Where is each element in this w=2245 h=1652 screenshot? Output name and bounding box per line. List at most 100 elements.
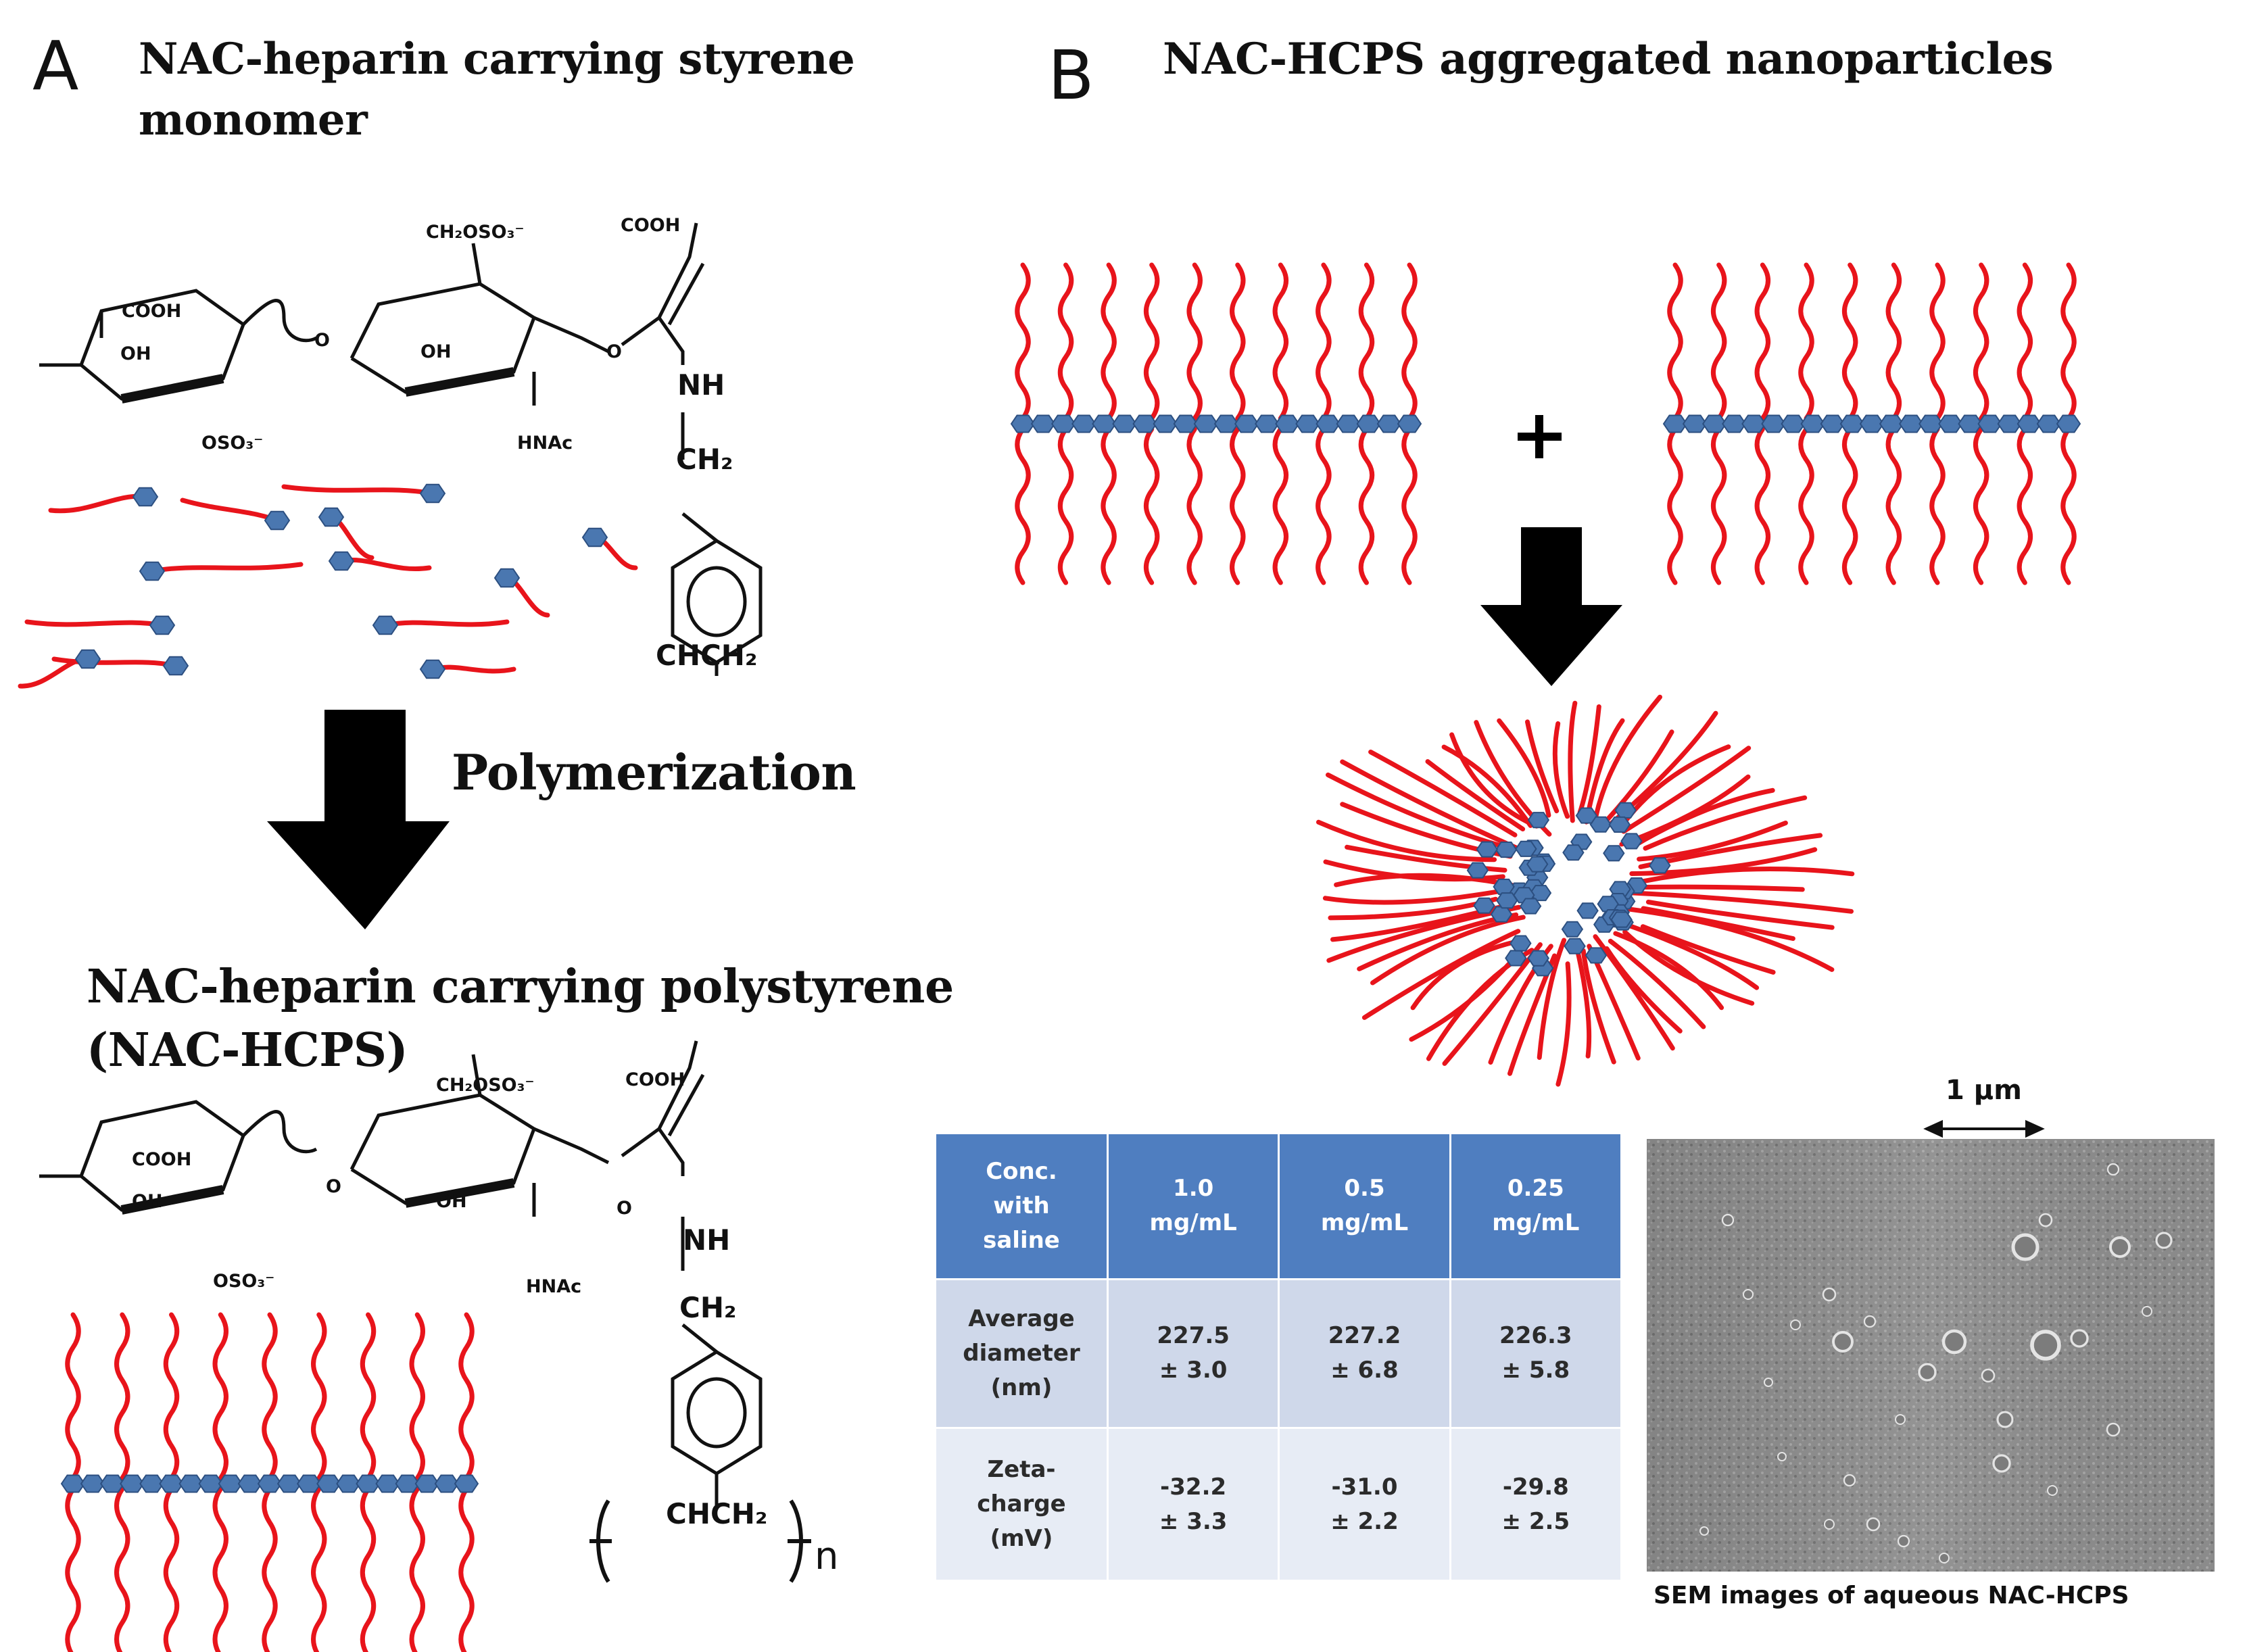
label-ch2: CH₂ (676, 443, 733, 476)
brush-chain (1272, 262, 1289, 421)
aggregate-chain (1593, 694, 1662, 819)
monomer-bead (1193, 414, 1219, 433)
monomer-bead (1701, 414, 1727, 433)
sem-particle (1897, 1534, 1910, 1548)
aggregate-chain (1345, 844, 1507, 873)
monomer-bead (264, 510, 291, 531)
monomer-bead (581, 527, 608, 548)
label-p-subscript-n: n (815, 1534, 839, 1578)
aggregate-chain (1584, 718, 1625, 825)
brush-chain (1885, 262, 1902, 421)
monomer-bead (1505, 950, 1527, 967)
product-title-line2: (NAC-HCPS) (87, 1023, 408, 1077)
monomer-bead (1576, 902, 1599, 919)
monomer-structure (39, 222, 763, 676)
brush-chain (1754, 262, 1771, 421)
free-monomer-chain (149, 562, 304, 574)
monomer-bead (372, 615, 399, 635)
monomer-bead (1493, 878, 1515, 895)
brush-chain (1885, 427, 1902, 585)
monomer-bead (237, 1474, 263, 1493)
free-monomer-chain (383, 619, 510, 628)
properties-table: Conc. with saline 1.0 mg/mL 0.5 mg/mL 0.… (934, 1132, 1622, 1582)
brush-chain (1401, 427, 1418, 585)
sem-particle (1895, 1414, 1906, 1425)
monomer-bead (1918, 414, 1944, 433)
sem-particle (2155, 1232, 2173, 1249)
sem-caption: SEM images of aqueous NAC-HCPS (1653, 1582, 2129, 1609)
panel-a-title-line2: monomer (139, 95, 368, 145)
monomer-bead (1010, 414, 1036, 433)
sem-particle (2106, 1422, 2121, 1437)
brush-chain (1143, 262, 1160, 421)
monomer-bead (80, 1474, 105, 1493)
monomer-bead (1589, 816, 1612, 833)
brush-chain (1186, 427, 1203, 585)
brush-chain (2060, 262, 2077, 421)
table-cell: Zeta- charge (mV) (936, 1429, 1107, 1580)
aggregate-chain (1537, 938, 1567, 1060)
monomer-bead (2017, 414, 2042, 433)
aggregate-chain (1555, 961, 1572, 1087)
aggregate-chain (1639, 866, 1855, 884)
monomer-bead (1564, 938, 1586, 954)
brush-chain (262, 1486, 278, 1652)
sem-particle (1777, 1452, 1787, 1461)
monomer-bead (1610, 911, 1633, 928)
aggregate-chain (1361, 929, 1521, 1020)
sem-particle (1863, 1315, 1877, 1328)
label-p-ring2-hnac: HNAc (526, 1276, 582, 1297)
monomer-bead (1562, 844, 1585, 861)
monomer-bead (132, 487, 159, 507)
sem-particle (1822, 1287, 1837, 1302)
monomer-bead (316, 1474, 341, 1493)
table-cell: Average diameter (nm) (936, 1280, 1107, 1428)
monomer-bead (1741, 414, 1766, 433)
monomer-bead (149, 615, 176, 635)
label-p-ch2: CH₂ (679, 1291, 737, 1324)
monomer-bead (1466, 862, 1489, 879)
aggregate-chain (1622, 906, 1835, 972)
monomer-bead (1527, 950, 1550, 967)
brush-chain (1667, 262, 1683, 421)
table-cell: -29.8 ± 2.5 (1451, 1429, 1620, 1580)
monomer-bead (1519, 898, 1542, 915)
brush-chain (1667, 427, 1683, 585)
sem-particle (1939, 1553, 1950, 1563)
sem-particle (1743, 1289, 1754, 1300)
aggregate-chain (1425, 759, 1526, 831)
sem-particle (2011, 1233, 2039, 1261)
monomer-bead (296, 1474, 322, 1493)
label-p-ring1-oso3: OSO₃⁻ (213, 1271, 275, 1292)
sem-particle (1996, 1411, 2014, 1428)
polymerization-label: Polymerization (452, 744, 856, 801)
label-p-link-o: O (617, 1198, 632, 1219)
aggregate-chain (1340, 759, 1527, 854)
brush-chain (409, 1486, 425, 1652)
monomer-bead (1496, 892, 1518, 909)
monomer-bead (276, 1474, 302, 1493)
sem-particle (2030, 1330, 2061, 1361)
table-cell: 227.5 ± 3.0 (1109, 1280, 1278, 1428)
free-monomer-chain (180, 497, 280, 523)
aggregate-chain (1368, 750, 1518, 837)
monomer-bead (218, 1474, 243, 1493)
brush-chain (114, 1312, 130, 1481)
label-bridge-o: O (314, 330, 330, 351)
brush-chain (360, 1312, 377, 1481)
polymer-chains-layer (18, 262, 2081, 1652)
brush-chain (1710, 262, 1727, 421)
brush-chain (1358, 427, 1375, 585)
aggregate-chain (1621, 746, 1752, 834)
aggregate-chain (1608, 938, 1706, 1029)
monomer-bead (1898, 414, 1924, 433)
monomer-bead (1585, 947, 1608, 964)
polymerization-arrow (267, 710, 450, 929)
label-p-bridge-o: O (326, 1176, 341, 1197)
panel-a-letter: A (32, 26, 79, 105)
monomer-bead (1561, 921, 1584, 938)
table-header-cell: 0.25 mg/mL (1451, 1134, 1620, 1278)
aggregate-chain (1410, 939, 1520, 1011)
label-ring2-ch2oso3: CH₂OSO₃⁻ (426, 222, 525, 243)
